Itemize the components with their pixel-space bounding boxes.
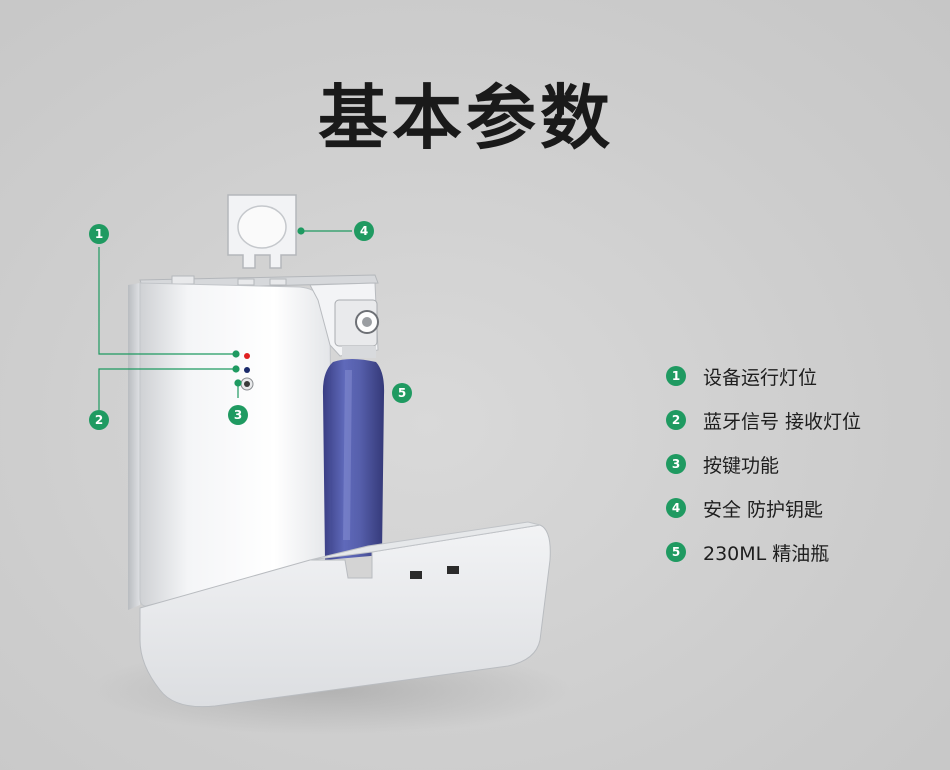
legend-badge: 5 — [666, 542, 686, 562]
legend-badge: 3 — [666, 454, 686, 474]
legend-badge: 1 — [666, 366, 686, 386]
legend-badge: 4 — [666, 498, 686, 518]
legend-label: 设备运行灯位 — [703, 367, 818, 389]
callout-badge-2: 2 — [89, 410, 109, 430]
leader-line-1 — [98, 247, 234, 355]
callout-badge-5: 5 — [392, 383, 412, 403]
device-body — [139, 282, 333, 607]
indicator-dark — [244, 367, 250, 373]
legend-badge: 2 — [666, 410, 686, 430]
cover-slot-2 — [447, 566, 459, 574]
callout-badge-4: 4 — [354, 221, 374, 241]
legend-label: 230ML 精油瓶 — [703, 543, 830, 565]
leader-line-2 — [98, 368, 234, 410]
device-side — [128, 283, 140, 610]
cover-slot-1 — [410, 571, 422, 579]
page-title: 基本参数 — [318, 77, 614, 159]
indicator-red — [244, 353, 250, 359]
legend-label: 按键功能 — [703, 455, 780, 477]
legend-label: 安全 防护钥匙 — [703, 499, 824, 521]
essential-oil-bottle — [322, 359, 385, 560]
callout-badge-1: 1 — [89, 224, 109, 244]
callout-badge-3: 3 — [228, 405, 248, 425]
button-inner — [244, 381, 250, 387]
legend-label: 蓝牙信号 接收灯位 — [703, 411, 862, 433]
security-key — [227, 194, 297, 269]
